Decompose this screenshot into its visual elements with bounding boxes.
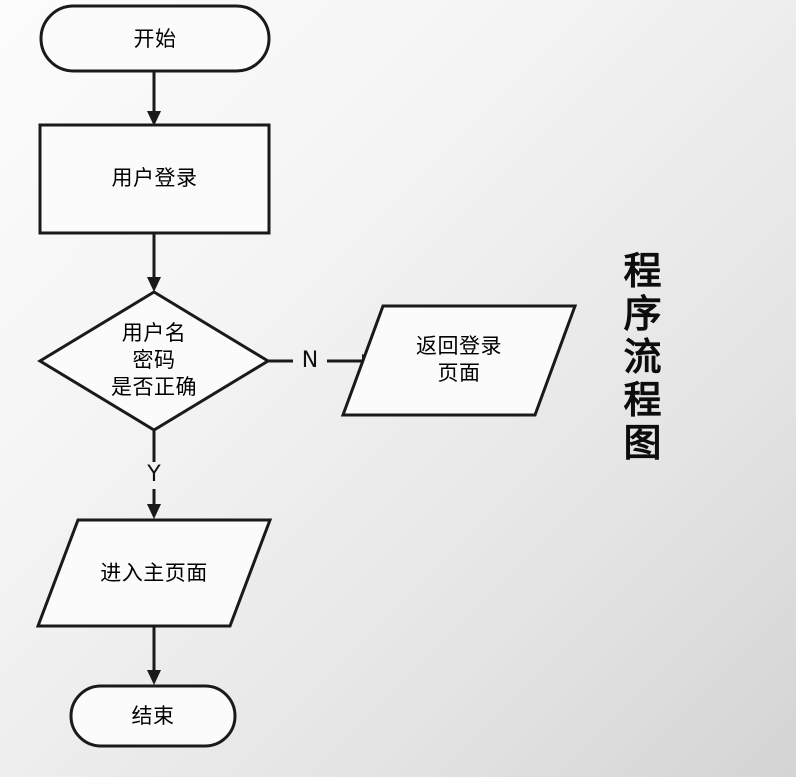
node-shape-back-to-login[interactable] — [340, 304, 578, 417]
title-char-2: 流 — [623, 335, 663, 379]
node-shape-enter-home[interactable] — [35, 518, 273, 628]
arrowhead-login-to-check — [147, 277, 161, 292]
title-char-1: 序 — [623, 292, 663, 336]
diagram-title: 程 序 流 程 图 — [612, 250, 674, 465]
arrowhead-home-to-end — [147, 670, 161, 685]
arrowhead-start-to-login — [147, 111, 161, 126]
node-shape-start[interactable] — [39, 4, 271, 73]
branch-label-no: N — [301, 348, 319, 373]
node-shape-end[interactable] — [69, 684, 237, 748]
branch-label-yes: Y — [147, 462, 161, 487]
title-char-0: 程 — [623, 249, 663, 293]
node-shape-login[interactable] — [38, 123, 271, 235]
node-shape-check[interactable] — [37, 290, 271, 432]
title-char-3: 程 — [623, 378, 663, 422]
arrowhead-check-to-home — [147, 504, 161, 519]
title-char-4: 图 — [623, 421, 663, 465]
